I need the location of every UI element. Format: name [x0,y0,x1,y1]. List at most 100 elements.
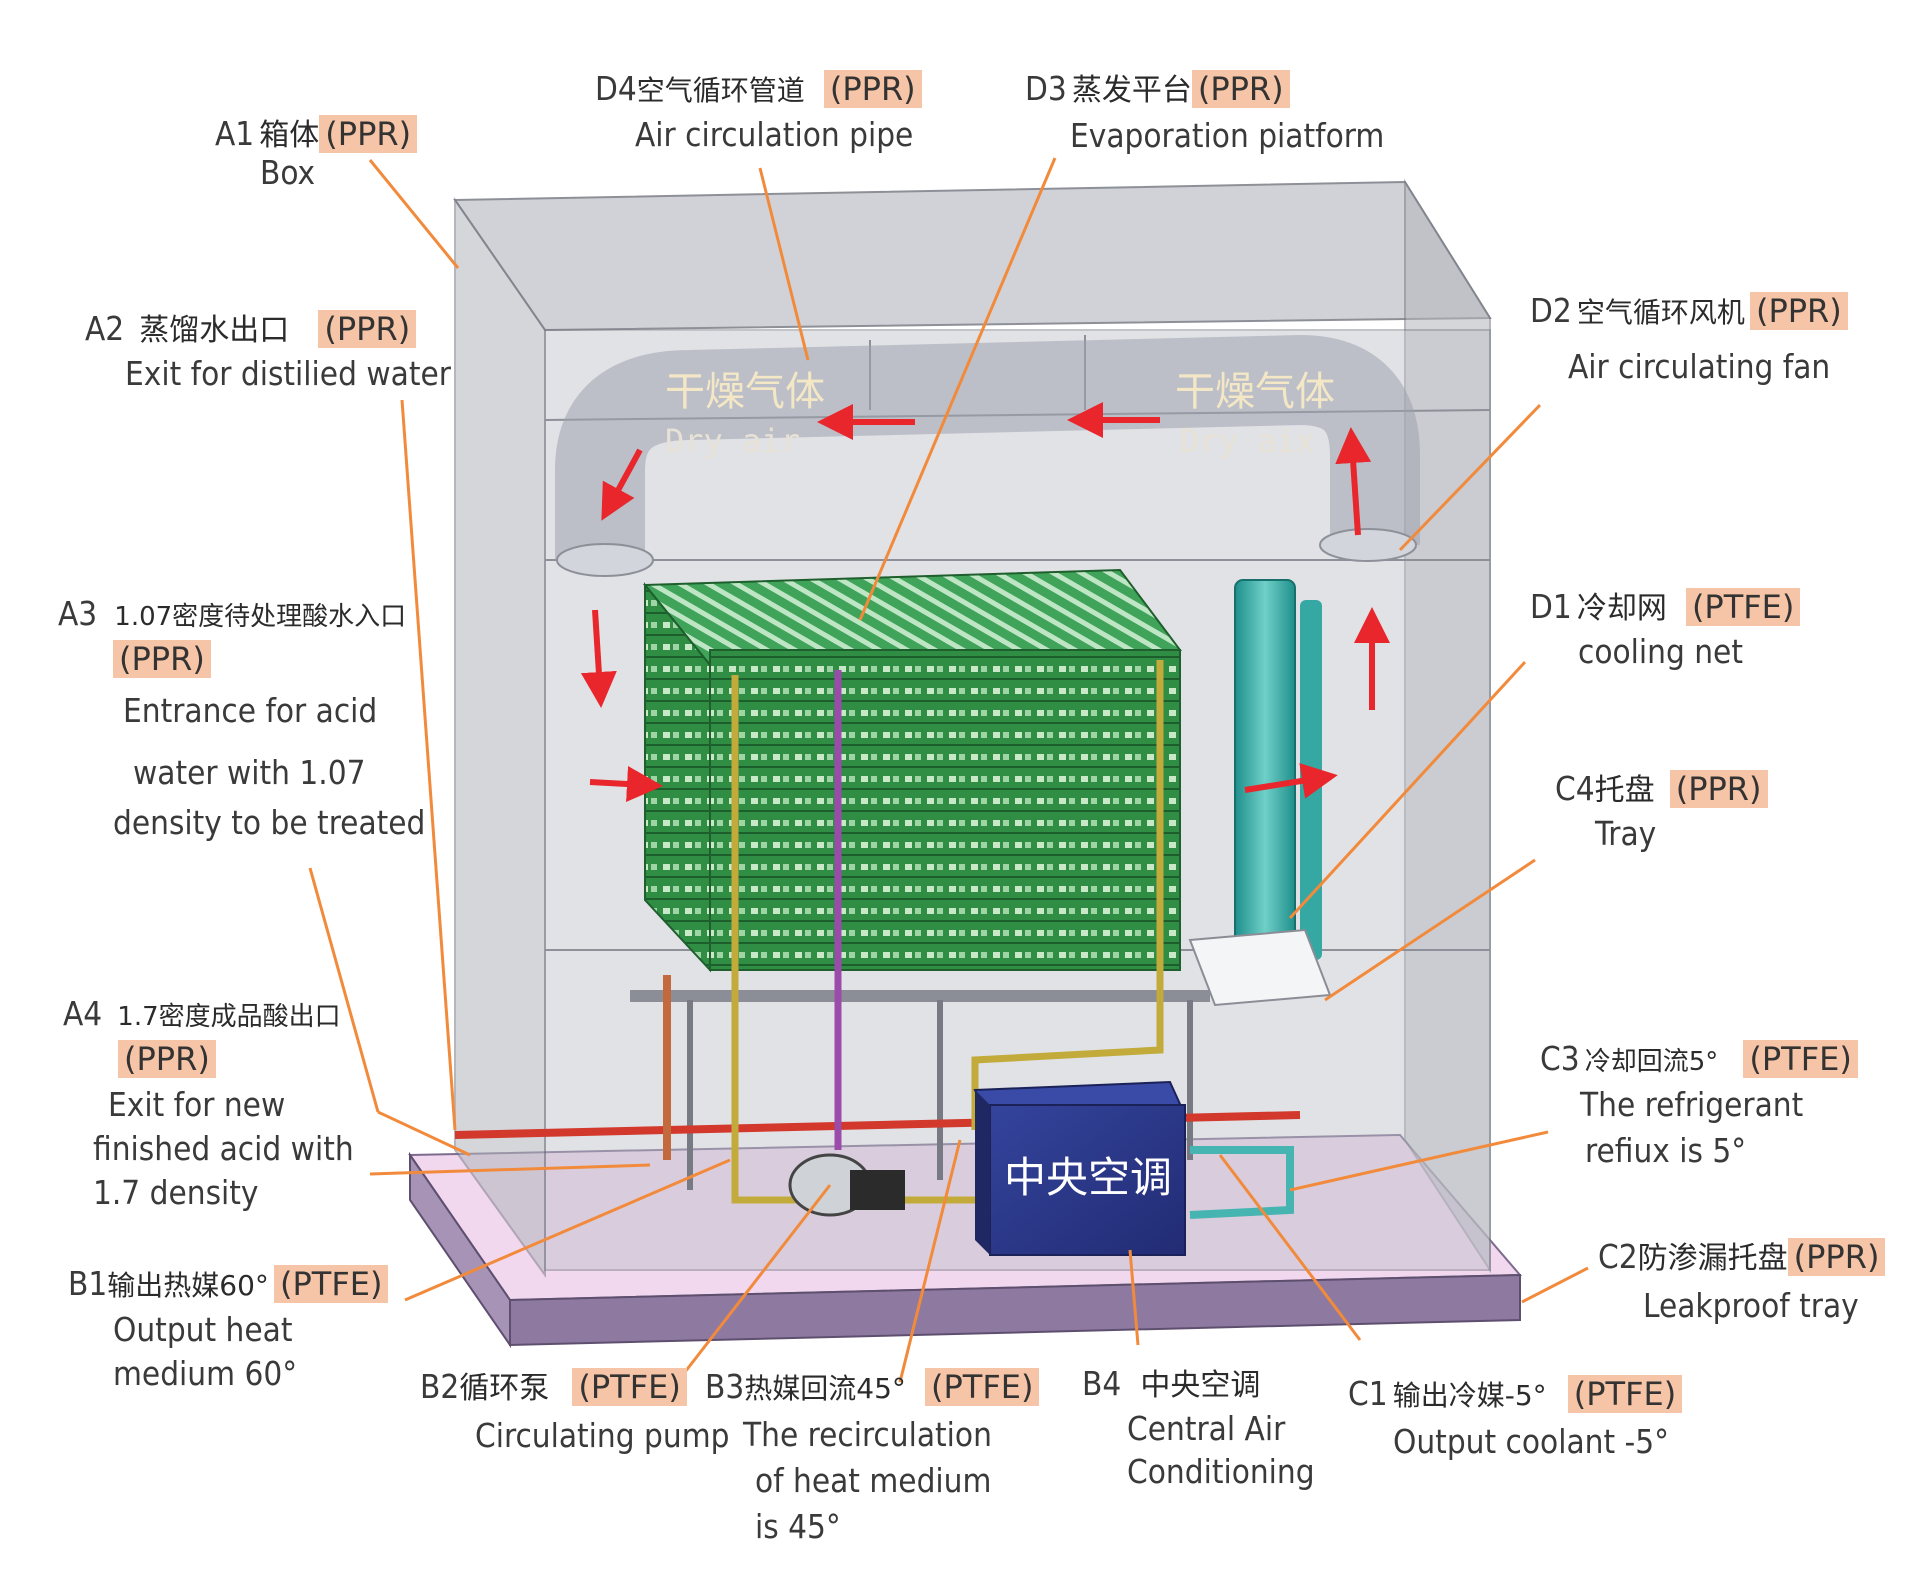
label-a2: A2 蒸馏水出口 (PPR) Exit for distilied water [85,310,451,392]
a1-code: A1 [215,114,255,153]
a3-en-line2: water with 1.07 [133,752,366,792]
b2-code: B2 [420,1367,460,1406]
b3-en-line3: is 45° [755,1506,841,1546]
a4-en-line2: finished acid with [93,1128,354,1168]
label-c3: C3 冷却回流5° (PTFE) The refrigerant refiux … [1540,1040,1858,1170]
a2-en: Exit for distilied water [125,353,451,393]
label-d2: D2 空气循环风机 (PPR) Air circulating fan [1530,292,1848,386]
b2-material: (PTFE) [572,1368,687,1406]
d3-cn: 蒸发平台 [1071,73,1192,108]
dry-gas-right-cn: 干燥气体 [1175,369,1335,415]
c3-material: (PTFE) [1743,1040,1858,1078]
dry-air-right: Dry aix [1180,422,1315,460]
b1-code: B1 [68,1264,108,1303]
d2-cn: 空气循环风机 [1576,296,1745,329]
b1-cn: 输出热媒60° [107,1269,269,1302]
d4-en: Air circulation pipe [635,114,914,154]
c2-material: (PPR) [1787,1238,1886,1276]
d3-code: D3 [1025,69,1067,108]
cooling-net [1188,579,1332,1007]
label-b3: B3热媒回流45° (PTFE) The recirculation of he… [705,1367,1040,1546]
c2-code: C2 [1598,1237,1638,1276]
b1-en-line2: medium 60° [113,1353,298,1393]
central-ac-unit-text: 中央空调 [1004,1153,1172,1202]
central-ac-unit: 中央空调 [973,1080,1187,1256]
c2-cn: 防渗漏托盘 [1637,1241,1788,1276]
a3-en-line3: density to be treated [113,802,426,842]
a4-en-line3: 1.7 density [93,1172,259,1212]
c1-cn: 输出冷媒-5° [1392,1379,1547,1412]
label-a4: A4 1.7密度成品酸出口 (PPR) Exit for new finishe… [63,995,354,1212]
d1-material: (PTFE) [1685,588,1801,626]
c4-code: C4 [1555,769,1595,808]
d1-cn: 冷却网 [1576,591,1667,626]
c1-code: C1 [1348,1374,1388,1413]
c4-cn: 托盘 [1594,773,1655,808]
c4-en: Tray [1595,813,1657,853]
a4-en-line1: Exit for new [108,1084,286,1124]
label-c1: C1 输出冷媒-5° (PTFE) Output coolant -5° [1348,1374,1683,1461]
c3-en-line2: refiux is 5° [1585,1130,1747,1170]
c3-cn: 冷却回流5° [1584,1047,1719,1077]
label-d4: D4空气循环管道 (PPR) Air circulation pipe [595,70,922,154]
b3-en-line1: The recirculation [743,1414,992,1454]
b3-code: B3 [705,1367,745,1406]
leader-lines [308,157,1589,1383]
d4-cn: 空气循环管道 [636,74,805,107]
b2-en: Circulating pump [475,1415,730,1455]
c1-en: Output coolant -5° [1393,1421,1669,1461]
a1-en: Box [260,152,316,192]
d3-en: Evaporation piatform [1070,115,1385,155]
a2-material: (PPR) [318,310,417,348]
b2-cn: 循环泵 [459,1371,550,1406]
b1-en-line1: Output heat [113,1309,293,1349]
label-d1: D1 冷却网 (PTFE) cooling net [1530,587,1801,671]
d4-code: D4 [595,69,637,108]
dry-gas-overlay: 干燥气体 Dry air 干燥气体 Dry aix [665,369,1335,460]
a4-material: (PPR) [118,1039,216,1078]
label-c2: C2防渗漏托盘(PPR) Leakproof tray [1598,1237,1886,1325]
a4-code: A4 [63,994,103,1033]
d4-material: (PPR) [823,70,922,108]
b4-cn: 中央空调 [1140,1368,1261,1403]
air-circulation-pipe [555,334,1420,577]
d2-code: D2 [1530,291,1572,330]
label-b1: B1输出热媒60° (PTFE) Output heat medium 60° [68,1264,389,1393]
d1-code: D1 [1530,587,1572,626]
d3-material: (PPR) [1191,70,1290,108]
d2-en: Air circulating fan [1568,346,1831,386]
a3-code: A3 [58,594,98,633]
label-d3: D3 蒸发平台(PPR) Evaporation piatform [1025,70,1384,154]
a3-cn: 1.07密度待处理酸水入口 [114,602,407,632]
b3-material: (PTFE) [925,1368,1040,1406]
b4-en-line1: Central Air [1127,1408,1286,1448]
label-a1: A1 箱体(PPR) Box [215,114,418,192]
b3-cn: 热媒回流45° [744,1372,906,1405]
a2-code: A2 [85,309,125,348]
label-b4: B4 中央空调 Central Air Conditioning [1082,1365,1315,1491]
label-c4: C4托盘 (PPR) Tray [1555,770,1768,852]
b4-code: B4 [1082,1364,1122,1403]
c1-material: (PTFE) [1567,1375,1683,1413]
c4-material: (PPR) [1669,770,1768,808]
c2-en: Leakproof tray [1643,1285,1859,1325]
d2-material: (PPR) [1749,292,1848,330]
a3-material: (PPR) [113,639,211,678]
a2-cn: 蒸馏水出口 [139,313,290,348]
a4-cn: 1.7密度成品酸出口 [117,1002,341,1032]
evaporation-platform [630,568,1210,1190]
d1-en: cooling net [1578,631,1743,671]
a3-en-line1: Entrance for acid [123,690,378,730]
b1-material: (PTFE) [274,1265,389,1303]
dry-air-left: Dry air [665,422,800,460]
flow-arrows [580,402,1390,802]
a1-material: (PPR) [319,115,418,153]
label-b2: B2循环泵 (PTFE) Circulating pump [420,1368,729,1454]
c3-en-line1: The refrigerant [1580,1084,1804,1124]
a1-cn: 箱体 [259,118,320,153]
label-a3: A3 1.07密度待处理酸水入口 (PPR) Entrance for acid… [58,595,425,842]
b4-en-line2: Conditioning [1127,1452,1315,1492]
dry-gas-left-cn: 干燥气体 [665,369,825,415]
c3-code: C3 [1540,1039,1580,1078]
